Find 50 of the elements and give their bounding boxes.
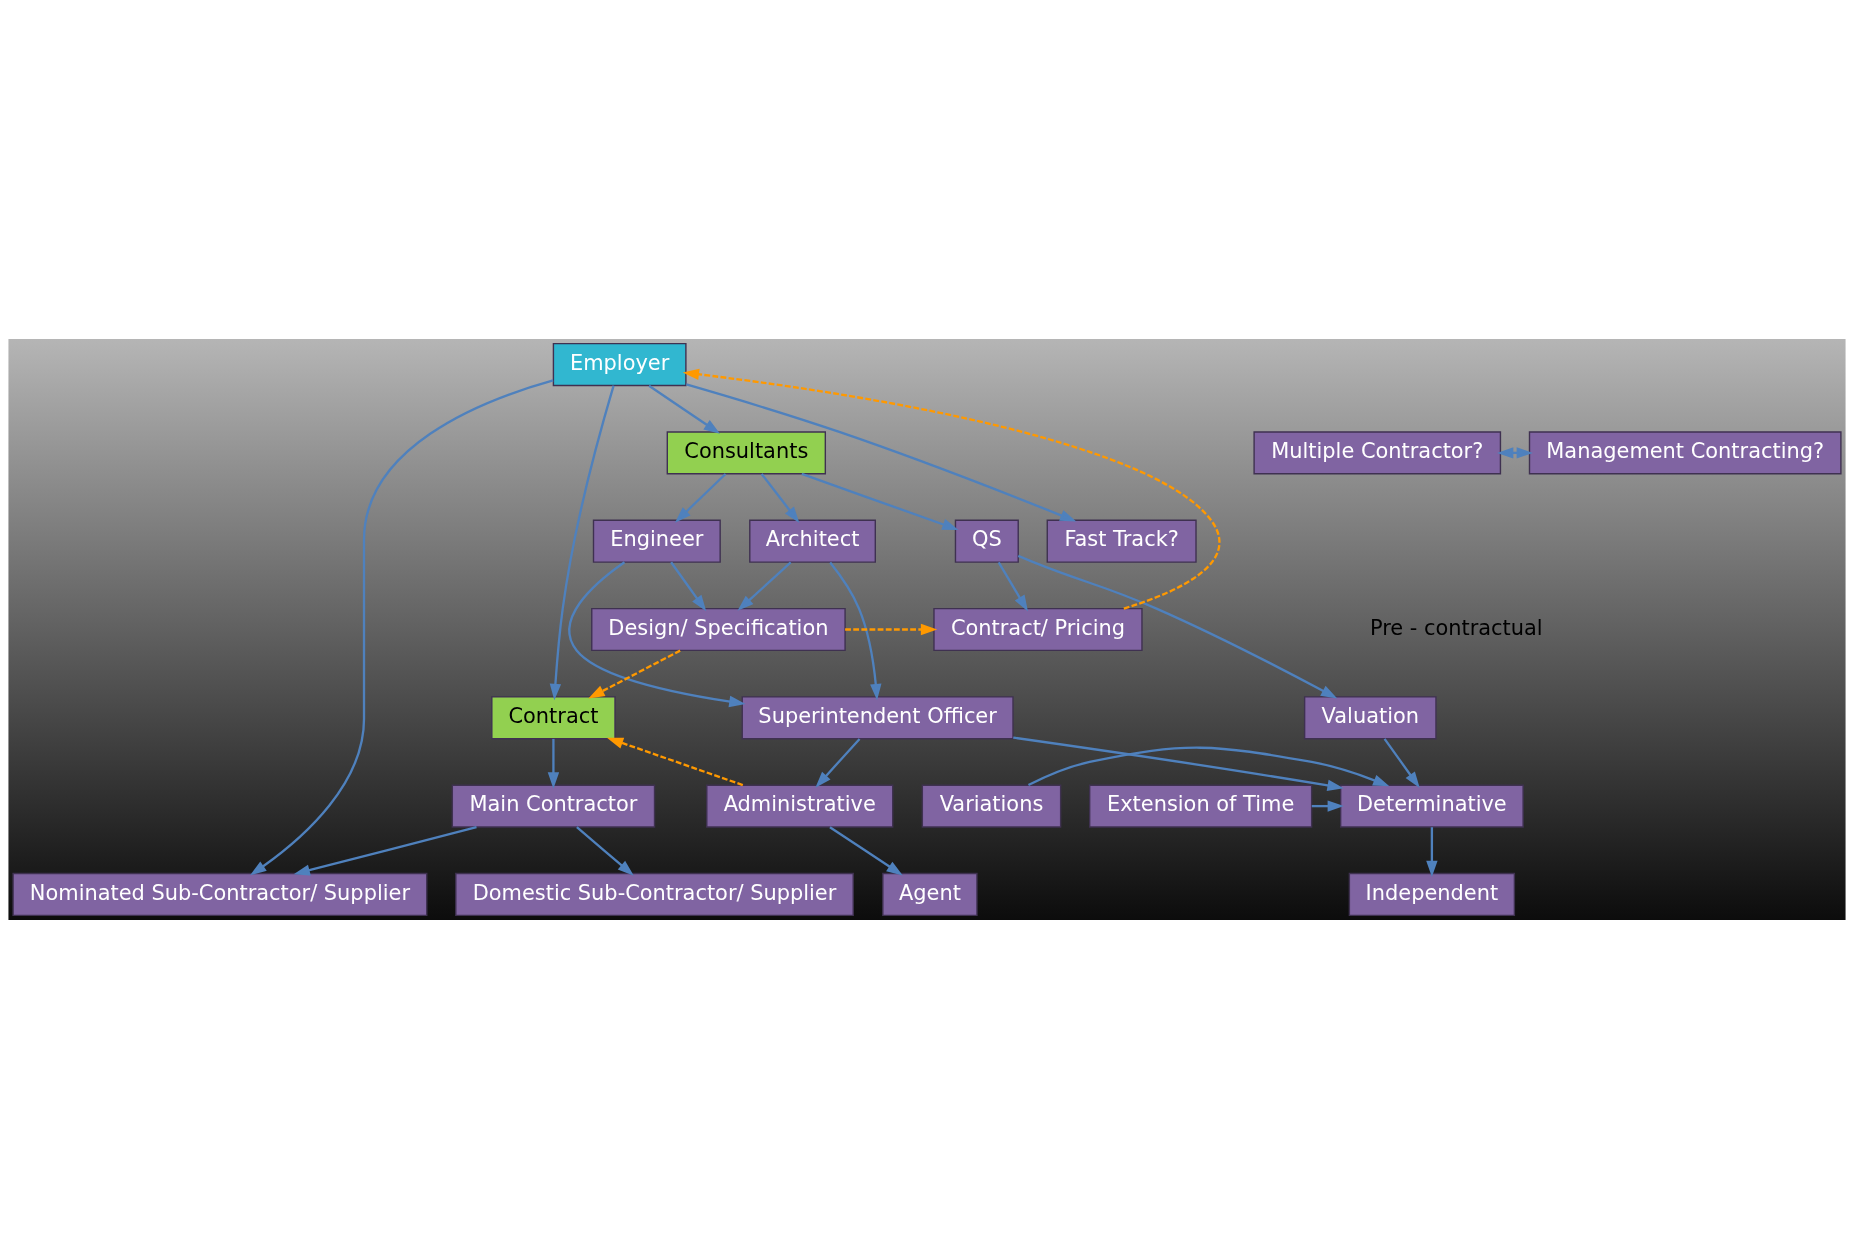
- arrow: [737, 560, 792, 611]
- arrow: [674, 472, 727, 523]
- node-box: Contract: [491, 695, 616, 739]
- node-box: Contract/ Pricing: [933, 607, 1143, 651]
- arrow: [1426, 826, 1438, 877]
- node-box: Variations: [921, 784, 1062, 828]
- arrow: [576, 825, 634, 876]
- node-box: Domestic Sub-Contractor/ Supplier: [455, 872, 854, 916]
- arrow: [670, 561, 707, 611]
- node-box: Independent: [1348, 872, 1516, 916]
- arrow: [1017, 554, 1338, 699]
- node-box: Architect: [749, 519, 876, 563]
- label: Pre - contractual: [1369, 615, 1543, 640]
- arrow: [815, 737, 861, 788]
- arrow: [829, 825, 903, 875]
- arrow: [801, 472, 959, 530]
- arrow: [1027, 746, 1390, 786]
- node-box: Main Contractor: [451, 784, 656, 828]
- arrow: [606, 737, 744, 786]
- arrow: [588, 649, 681, 698]
- node-box: Engineer: [592, 519, 721, 563]
- node-box: Multiple Contractor?: [1253, 430, 1502, 474]
- arrow: [648, 384, 720, 434]
- node-box: Fast Track?: [1046, 519, 1197, 563]
- node-box: Design/ Specification: [591, 607, 846, 651]
- arrow: [1497, 446, 1533, 459]
- arrow: [1383, 737, 1420, 788]
- arrow: [568, 560, 746, 707]
- arrow: [845, 623, 938, 635]
- node-box: Valuation: [1303, 695, 1437, 739]
- node-box: Extension of Time: [1089, 784, 1313, 828]
- arrow: [997, 561, 1028, 611]
- arrow: [686, 382, 1077, 521]
- node-box: Administrative: [706, 784, 894, 828]
- arrow: [547, 738, 560, 789]
- arrow: [760, 472, 800, 523]
- node-box: Nominated Sub-Contractor/ Supplier: [12, 872, 428, 916]
- node-box: QS: [954, 519, 1019, 563]
- node-box: Management Contracting?: [1528, 430, 1842, 474]
- node-box: Consultants: [666, 430, 827, 474]
- arrow: [549, 384, 615, 700]
- node-box: Employer: [552, 342, 687, 386]
- arrow: [293, 825, 477, 876]
- node-box: Superintendent Officer: [741, 695, 1014, 739]
- arrow: [1013, 736, 1344, 791]
- node-box: Determinative: [1339, 784, 1524, 828]
- node-box: Agent: [882, 872, 978, 916]
- arrow: [829, 561, 882, 700]
- arrow: [682, 368, 1221, 610]
- arrow: [250, 378, 554, 875]
